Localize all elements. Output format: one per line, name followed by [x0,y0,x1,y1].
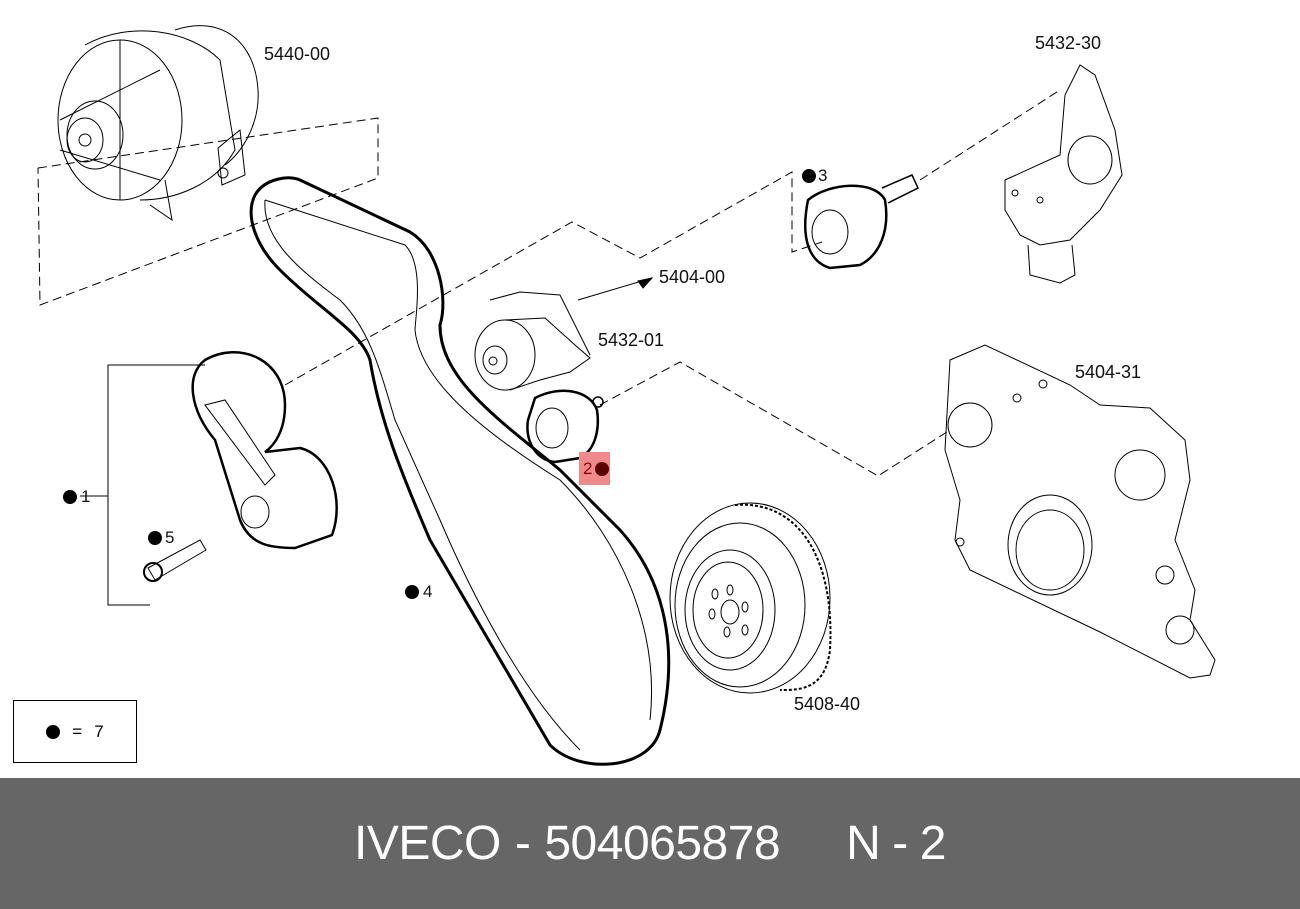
dot-icon [148,530,162,545]
callout-1[interactable]: 1 [63,488,90,505]
callout-4[interactable]: 4 [405,583,432,600]
footer-page-number: 2 [919,817,947,870]
alternator-drawing [57,25,259,222]
footer-page-prefix: N [846,817,881,870]
callout-number: 3 [818,166,828,185]
footer-separator: - [514,817,531,870]
poly-v-belt-drawing [249,176,671,766]
dot-icon [802,168,816,183]
label-water-pump[interactable]: 5432-30 [1035,33,1102,53]
water-pump-leader [919,89,1061,181]
label-ref-arrow[interactable]: 5404-00 [659,267,726,287]
ref-arrow-head [637,277,654,289]
callout-2[interactable]: 2 [583,459,610,479]
bolt-drawing [143,539,207,582]
idler-pulley-2-drawing [526,389,604,464]
label-alternator[interactable]: 5440-00 [264,44,331,64]
idler-pulley-group-drawing [474,291,591,391]
dot-icon [405,584,419,599]
footer-page-separator: - [892,817,908,870]
alternator-mount-frame [37,117,379,306]
footer-brand: IVECO [354,817,501,870]
callout-3[interactable]: 3 [802,167,827,184]
legend-box: = 7 [13,700,137,763]
parts-diagram: 5440-00 5432-30 5404-00 5432-01 5404-31 … [13,25,1216,766]
group-bracket [107,364,205,606]
footer-bar: IVECO - 504065878 N - 2 [0,778,1300,909]
leader-lines [37,89,1061,477]
legend-value: 7 [94,721,104,741]
pulley-3-drawing [804,174,919,270]
diagram-drawing [37,25,1216,766]
idler-leader [599,361,951,477]
callout-5[interactable]: 5 [148,529,174,546]
tensioner-drawing [191,351,338,550]
legend-equals: = [72,721,83,741]
dot-icon [46,724,61,739]
callout-number: 5 [165,528,175,547]
tensioner-leader [284,171,823,386]
callout-number: 1 [81,487,91,506]
damper-pulley-drawing [669,502,832,694]
callout-number: 2 [583,459,593,478]
footer-part-number: 504065878 [544,817,781,870]
water-pump-drawing [1004,64,1123,284]
dot-icon [595,462,610,476]
label-timing-cover[interactable]: 5404-31 [1075,362,1142,382]
label-damper-pulley[interactable]: 5408-40 [794,694,861,714]
label-idler-group[interactable]: 5432-01 [598,330,665,350]
callout-number: 4 [423,582,433,601]
timing-cover-drawing [944,344,1216,679]
dot-icon [63,489,77,504]
